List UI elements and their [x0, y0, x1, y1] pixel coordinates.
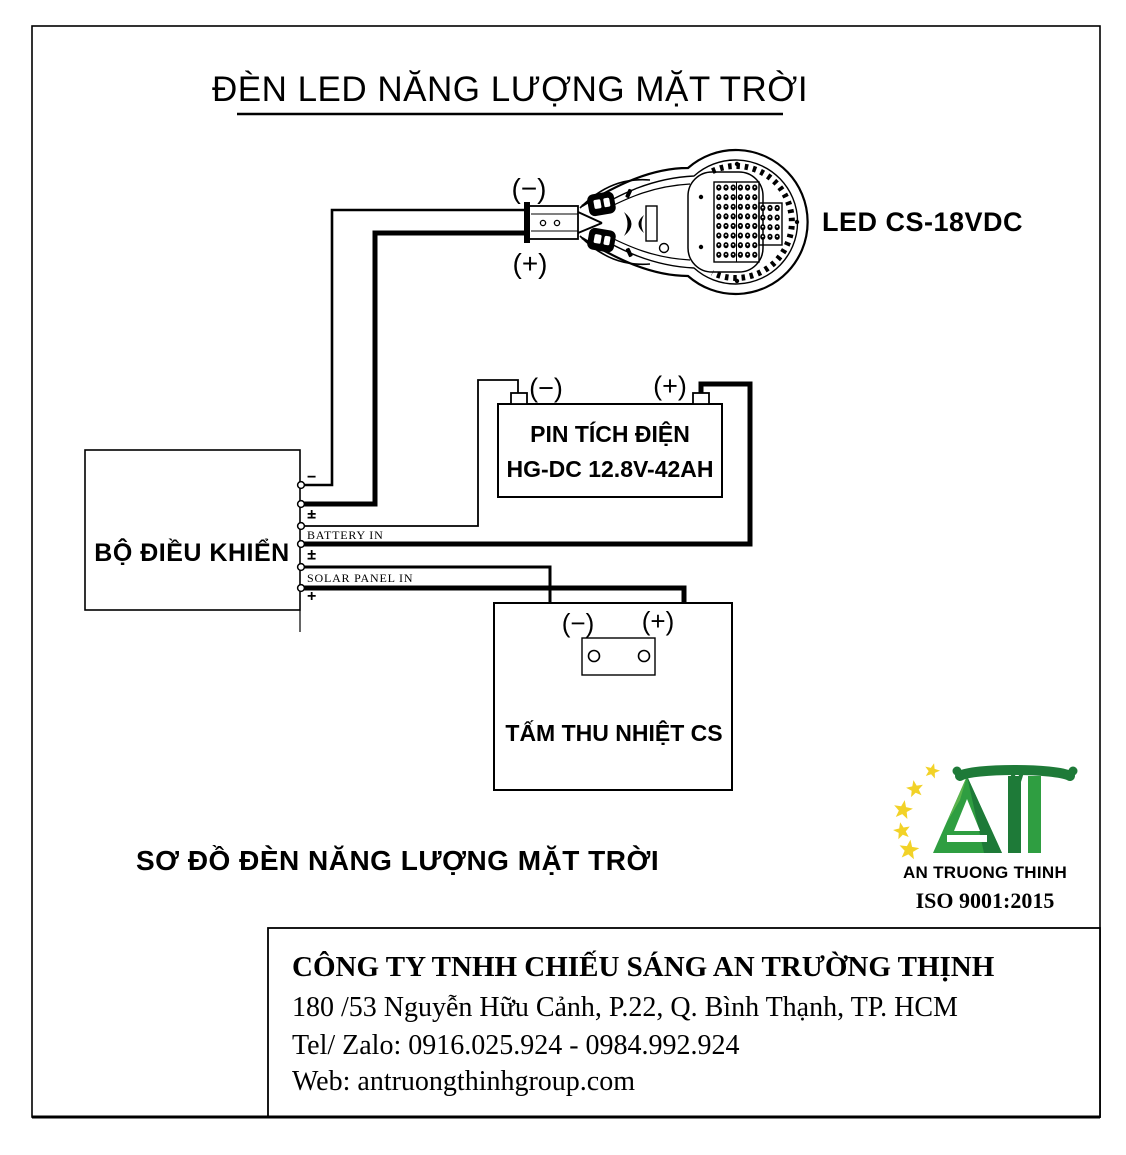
battery-pos-terminal [692, 392, 710, 405]
battery-neg-label: (−) [529, 373, 563, 403]
solar-panel-in-label: SOLAR PANEL IN [307, 571, 413, 585]
diagram-caption: SƠ ĐỒ ĐÈN NĂNG LƯỢNG MẶT TRỜI [136, 845, 659, 876]
controller-terminal-led-pos [296, 499, 306, 509]
star-icon [925, 763, 940, 779]
company-group: CÔNG TY TNHH CHIẾU SÁNG AN TRƯỜNG THỊNH … [32, 927, 1101, 1119]
controller-terminal-sol-pos [296, 583, 306, 593]
battery-neg-terminal [510, 392, 528, 405]
lamp-group: (−) (+) LED CS-18VDC [512, 148, 1023, 296]
logo-stars [893, 763, 940, 860]
lamp-dash-band [711, 163, 795, 281]
page-title: ĐÈN LED NĂNG LƯỢNG MẶT TRỜI [212, 70, 808, 109]
company-web: Web: antruongthinhgroup.com [292, 1066, 635, 1097]
star-icon [899, 839, 920, 860]
controller-terminal-sol-neg [296, 562, 306, 572]
battery-group: (−) (+) PIN TÍCH ĐIỆN HG-DC 12.8V-42AH [497, 371, 723, 498]
controller-box [84, 449, 301, 611]
wires-group [300, 208, 753, 659]
star-icon [893, 822, 910, 840]
company-tel: Tel/ Zalo: 0916.025.924 - 0984.992.924 [292, 1030, 740, 1061]
company-address: 180 /53 Nguyễn Hữu Cảnh, P.22, Q. Bình T… [292, 992, 958, 1023]
battery-in-label: BATTERY IN [307, 528, 384, 542]
terminal-sign-minus: − [307, 510, 316, 527]
company-box [267, 927, 1101, 1118]
lamp-outline [581, 148, 809, 296]
lamp-screws [698, 161, 800, 284]
solar-pos-terminal [637, 649, 651, 663]
terminal-sign-plus: + [307, 506, 316, 523]
terminal-sign-plus: + [307, 588, 316, 605]
lamp-plate [687, 171, 764, 273]
lamp-label: LED CS-18VDC [822, 207, 1023, 237]
solar-group: (−) (+) TẤM THU NHIỆT CS [493, 602, 733, 791]
lamp-bracket [577, 178, 691, 266]
logo-iso-text: ISO 9001:2015 [916, 888, 1055, 913]
star-icon [894, 800, 913, 819]
solar-label: TẤM THU NHIỆT CS [505, 719, 722, 746]
lamp-neg-label: (−) [512, 173, 547, 204]
lamp-led-dots [716, 184, 780, 258]
terminal-sign-minus: − [307, 469, 316, 486]
battery-model: HG-DC 12.8V-42AH [506, 456, 713, 482]
wire-led-positive [302, 230, 527, 507]
logo-brand-text: AN TRUONG THINH [903, 863, 1067, 882]
battery-name: PIN TÍCH ĐIỆN [530, 420, 690, 447]
terminal-signs: − + − + − + [307, 469, 316, 605]
cable-connector [524, 202, 579, 243]
solar-neg-label: (−) [562, 608, 595, 638]
solar-panel-box [493, 602, 733, 791]
logo-letter-t [952, 765, 1078, 853]
terminal-sign-plus: + [307, 546, 316, 563]
solar-pos-label: (+) [642, 606, 675, 636]
solar-neg-terminal [587, 649, 601, 663]
controller-terminal-bat-neg [296, 521, 306, 531]
controller-terminal-led-neg [296, 480, 306, 490]
wire-battery-negative [301, 379, 519, 527]
company-name: CÔNG TY TNHH CHIẾU SÁNG AN TRƯỜNG THỊNH [292, 949, 995, 983]
logo-letter-a [933, 776, 1002, 853]
controller-terminal-bat-pos [296, 539, 306, 549]
star-icon [906, 780, 923, 798]
controller-group: BỘ ĐIỀU KHIỂN − + − + − + BATTERY IN SOL… [84, 449, 413, 632]
wire-led-negative [302, 208, 527, 487]
controller-terminals [296, 480, 306, 593]
lamp-led-panel-ext [758, 202, 783, 246]
wire-battery-positive [301, 381, 753, 547]
battery-pos-label: (+) [653, 371, 687, 401]
logo-group: AN TRUONG THINH ISO 9001:2015 [893, 763, 1078, 913]
terminal-sign-minus: − [307, 551, 316, 568]
battery-box [497, 403, 723, 498]
lamp-pos-label: (+) [513, 248, 548, 279]
controller-label: BỘ ĐIỀU KHIỂN [94, 537, 289, 567]
